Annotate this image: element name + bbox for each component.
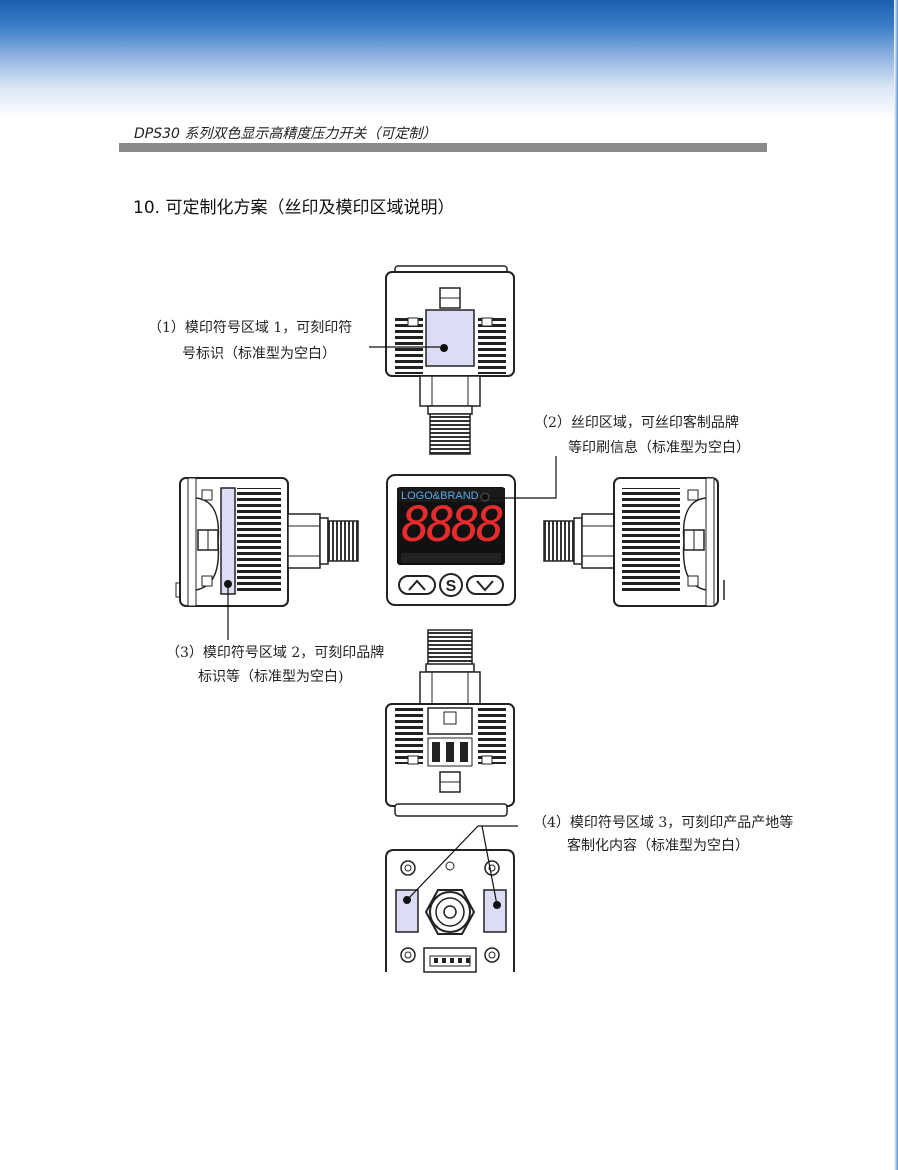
bottom-view-device: [385, 629, 515, 817]
front-view-device: S: [386, 474, 516, 606]
lcd-brand-text: LOGO&BRAND: [401, 490, 479, 502]
callout-1-line-2: 号标识（标准型为空白）: [182, 346, 336, 362]
callout-1-line-1: （1）模印符号区域 1，可刻印符: [148, 320, 353, 336]
chevron-up-icon[interactable]: [408, 579, 426, 591]
callout-4-line-1: （4）模印符号区域 3，可刻印产品产地等: [533, 815, 794, 831]
s-button-label[interactable]: S: [446, 578, 457, 595]
page-edge-shadow: [894, 0, 898, 1170]
section-title: 10. 可定制化方案（丝印及模印区域说明）: [133, 198, 455, 218]
mold-region-3-right: [483, 889, 507, 933]
document-header-title: DPS30 系列双色显示高精度压力开关（可定制）: [134, 126, 437, 142]
callout-3-line-1: （3）模印符号区域 2，可刻印品牌: [166, 645, 385, 661]
callout-3-line-2: 标识等（标准型为空白): [198, 669, 344, 685]
callout-2-line-2: 等印刷信息（标准型为空白）: [568, 440, 750, 456]
left-side-device: [175, 477, 359, 607]
lcd-display-digits: 8888: [401, 497, 505, 553]
header-divider-bar: [119, 143, 767, 152]
top-view-device: [385, 265, 515, 455]
back-view-device: [385, 849, 515, 973]
header-gradient-band: [0, 0, 898, 118]
mold-region-3-left: [395, 889, 419, 933]
mold-region-2: [220, 487, 236, 595]
callout-4-line-2: 客制化内容（标准型为空白）: [567, 838, 749, 854]
callout-2-line-1: （2）丝印区域，可丝印客制品牌: [534, 415, 739, 431]
mold-region-1: [425, 309, 475, 367]
right-side-device: [543, 477, 725, 607]
chevron-down-icon[interactable]: [476, 580, 494, 592]
